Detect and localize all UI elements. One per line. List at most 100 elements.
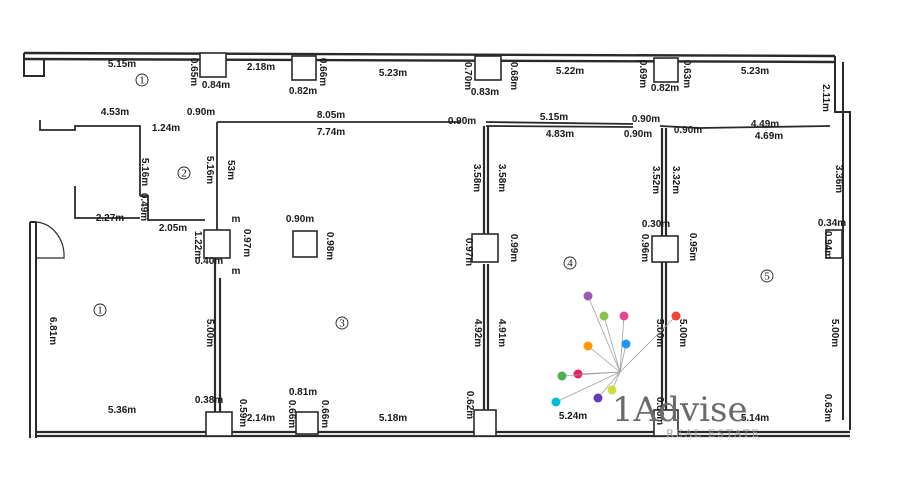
dimension-label: 0.49m [138,193,149,221]
dimension-label: 4.53m [101,107,129,118]
dimension-label: 0.69m [637,60,648,88]
watermark-dot [621,339,631,349]
room-label-text: 4 [567,258,573,270]
dimension-label: 5.16m [139,158,150,186]
dimension-label: 0.90m [624,129,652,140]
dimension-label: 0.65m [188,58,199,86]
room-label-circle [177,166,191,180]
wall-bottom [36,430,850,438]
dimension-label: 0.97m [463,238,474,266]
dimension-label: 0.82m [651,83,679,94]
room-label-r5: 5 [760,269,774,283]
wall-top-block [23,53,45,77]
dimension-label: 5.00m [204,319,215,347]
dimension-label: 5.24m [559,411,587,422]
dimension-label: 0.82m [289,86,317,97]
dimension-label: 0.98m [324,232,335,260]
room-label-r1-top: 1 [135,73,149,87]
dimension-label: 1.24m [152,123,180,134]
dimension-label: 0.99m [508,234,519,262]
column-top-2 [291,55,317,81]
dimension-label: 5.36m [108,405,136,416]
room-label-text: 1 [139,75,145,87]
room-label-circle [760,269,774,283]
dimension-label: 0.84m [202,80,230,91]
dimension-label: 7.74m [317,127,345,138]
dimension-label: 0.90m [448,116,476,127]
room-label-r2: 2 [177,166,191,180]
column-mid-4 [825,229,843,259]
brand-watermark: 1Advise REAL ESTATE [551,291,761,440]
dimension-label: 2.05m [159,223,187,234]
dimension-label: 4.92m [472,319,483,347]
wall-middle-row [39,120,831,196]
dimension-label: 0.38m [195,395,223,406]
room-label-r4: 4 [563,256,577,270]
dimension-label: 3.58m [471,164,482,192]
watermark-brand: 1Advise [612,390,748,430]
column-top-3 [474,55,502,81]
dimension-label: 4.91m [496,319,507,347]
room-label-circle [93,303,107,317]
dimension-label: 0.40m [195,256,223,267]
dimension-label: 4.69m [755,131,783,142]
dimension-label: 0.94m [822,231,833,259]
column-top-4 [653,57,679,83]
dimension-label: 0.59m [237,399,248,427]
dimension-label: 0.95m [687,233,698,261]
dimension-label: m [232,266,241,277]
dimension-label: 5.00m [677,319,688,347]
dimension-label: 0.66m [319,400,330,428]
watermark-dot [599,311,609,321]
dimension-label: 1.22m [192,231,203,259]
dimension-label: 6.81m [47,317,58,345]
watermark-dot [583,291,593,301]
watermark-dot [607,385,617,395]
wall-partition-1 [213,230,222,432]
room-label-text: 2 [181,168,187,180]
watermark-spoke [587,345,621,373]
dimension-label: 0.90m [286,214,314,225]
watermark-dot [573,369,583,379]
columns [199,52,843,437]
column-bottom-3 [473,409,497,437]
dimension-label: 2.11m [820,84,831,112]
dimension-label: 2.18m [247,62,275,73]
dimension-label: 5.23m [741,66,769,77]
column-mid-2 [471,233,499,263]
wall-top [23,51,836,64]
dimension-label: 0.34m [818,218,846,229]
dimension-label: 0.30m [642,219,670,230]
column-centre [292,230,318,258]
dimension-label: 4.49m [751,119,779,130]
room-label-circle [563,256,577,270]
dimension-label: 3.32m [670,166,681,194]
dimension-label: 0.90m [187,107,215,118]
watermark-dot [551,397,561,407]
dimension-label: 5.22m [556,66,584,77]
dimension-label: 0.66m [317,58,328,86]
column-top-1 [199,52,227,78]
dimension-label: 0.97m [241,229,252,257]
dimension-label: 5.23m [379,68,407,79]
room-label-text: 5 [764,271,770,283]
dimension-label: 3.58m [496,164,507,192]
watermark-dot [593,393,603,403]
door-arc [35,221,65,259]
dimension-label: 0.68m [508,62,519,90]
column-bottom-2 [295,411,319,435]
dimension-label: 5.16m [204,156,215,184]
dimension-label: 5.15m [108,59,136,70]
watermark-dot [671,311,681,321]
dimension-label: 2.14m [247,413,275,424]
watermark-sub: REAL ESTATE [666,429,761,440]
dimension-label: 8.05m [317,110,345,121]
dimension-label: 0.70m [462,62,473,90]
dimension-label: 0.63m [681,60,692,88]
watermark-dot [583,341,593,351]
dimension-label: 0.66m [286,400,297,428]
dimension-label: 0.83m [471,87,499,98]
column-mid-1 [203,229,231,259]
